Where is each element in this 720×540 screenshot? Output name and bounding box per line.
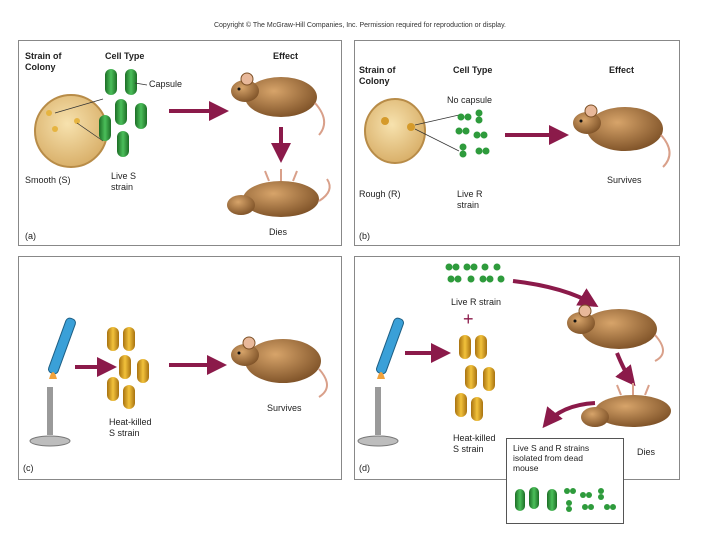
effect-header-b: Effect (609, 65, 635, 75)
live-r-cells-d (445, 263, 505, 283)
panel-tag-c: (c) (23, 463, 34, 473)
outcome-a: Dies (269, 227, 288, 237)
capsule-label-a: Capsule (149, 79, 183, 89)
outcome-c: Survives (267, 403, 302, 413)
bunsen-burner-c (29, 317, 76, 447)
petri-dish-smooth (34, 94, 108, 168)
panel-tag-b: (b) (359, 231, 370, 241)
capsule-label-b: No capsule (447, 95, 493, 105)
mouse-alive-d (567, 304, 664, 362)
live-r-cells (455, 109, 490, 158)
strain-header-a: Strain of Colony (25, 51, 62, 72)
effect-header-a: Effect (273, 51, 299, 61)
strain-label-b: Rough (R) (359, 189, 401, 199)
cell-label-a: Live S strain (111, 171, 137, 192)
outcome-d: Dies (637, 447, 656, 457)
cell-label-c: Heat-killed S strain (109, 417, 152, 438)
bunsen-burner-d (357, 317, 404, 447)
panel-c: Heat-killed S strain Survives (c) (18, 256, 342, 480)
mouse-alive-c (231, 336, 328, 398)
panel-c-illustration (29, 317, 328, 447)
plus-sign: + (463, 309, 474, 329)
heat-killed-s-cells-d (455, 335, 495, 421)
live-s-cells (99, 69, 148, 157)
mouse-alive-a (231, 72, 326, 136)
panel-tag-d: (d) (359, 463, 370, 473)
strain-header-b: Strain of Colony (359, 65, 396, 86)
heat-label-d: Heat-killed S strain (453, 433, 496, 454)
inset-cells (515, 487, 616, 512)
inset-label: Live S and R strains isolated from dead … (513, 443, 590, 473)
panel-a: Strain of Colony Cell Type Effect Capsul… (18, 40, 342, 246)
panel-d-illustration (357, 263, 671, 447)
mouse-alive-b (573, 104, 671, 168)
celltype-header-a: Cell Type (105, 51, 145, 61)
outcome-b: Survives (607, 175, 642, 185)
heat-killed-s-cells-c (107, 327, 149, 409)
celltype-header-b: Cell Type (453, 65, 493, 75)
strain-label-a: Smooth (S) (25, 175, 71, 185)
panel-a-illustration (34, 69, 331, 217)
panel-b: Strain of Colony Cell Type Effect No cap… (354, 40, 680, 246)
live-r-label-d: Live R strain (451, 297, 502, 307)
mouse-dead-a (227, 169, 331, 217)
panel-tag-a: (a) (25, 231, 36, 241)
copyright-notice: Copyright © The McGraw-Hill Companies, I… (213, 22, 506, 29)
isolated-cells-inset: Live S and R strains isolated from dead … (506, 438, 624, 524)
mouse-dead-d (581, 383, 671, 427)
panel-b-illustration (364, 98, 671, 168)
petri-dish-rough (364, 98, 460, 164)
cell-label-b: Live R strain (457, 189, 483, 210)
